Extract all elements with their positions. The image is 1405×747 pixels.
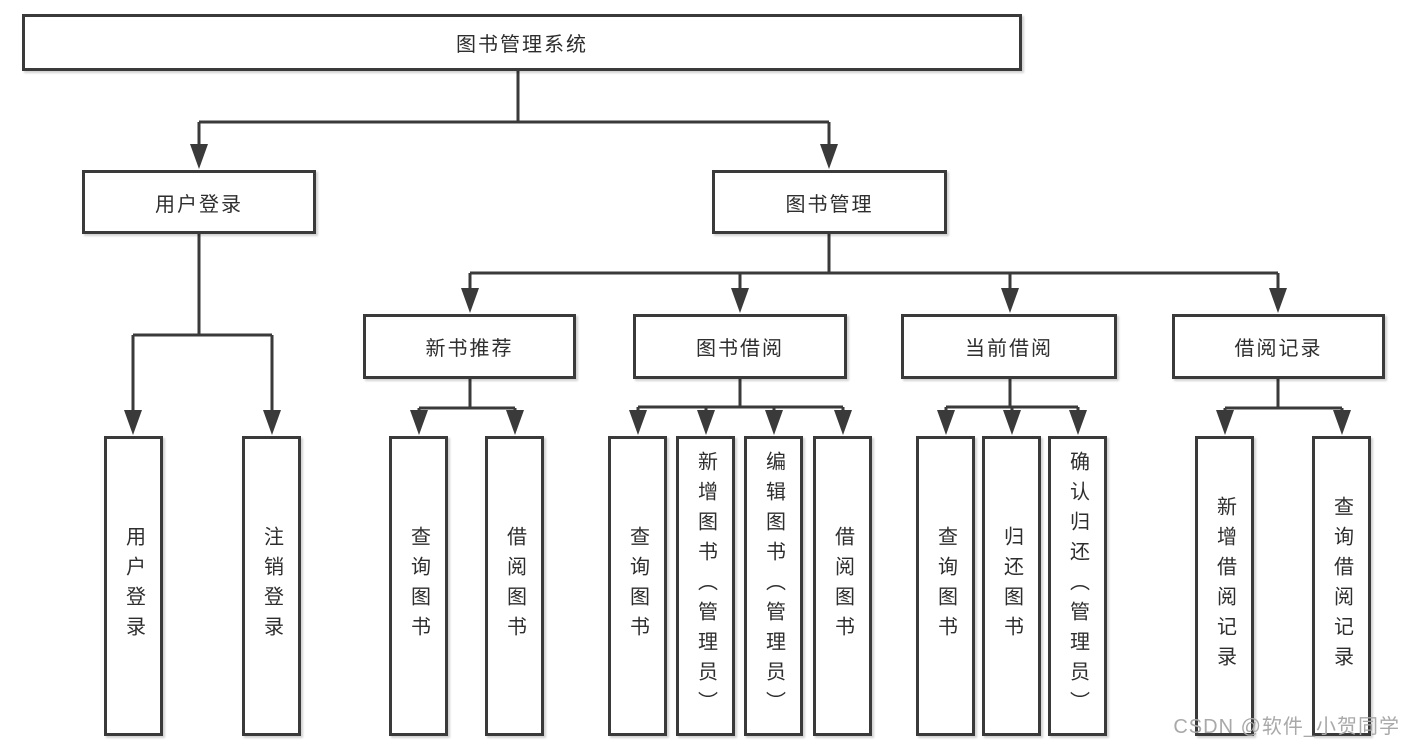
leaf-label: 注销登录: [260, 526, 283, 646]
leaf-edit-book-admin: 编辑图书（管理员）: [744, 436, 803, 736]
leaf-query-book: 查询图书: [916, 436, 975, 736]
node-label: 图书借阅: [696, 338, 784, 360]
leaf-label: 新增图书（管理员）: [694, 451, 717, 721]
node-label: 用户登录: [155, 193, 243, 216]
leaf-borrow-book: 借阅图书: [813, 436, 872, 736]
node-root-library-management-system: 图书管理系统: [22, 14, 1022, 71]
node-current-borrow: 当前借阅: [901, 314, 1117, 379]
leaf-label: 新增借阅记录: [1213, 496, 1236, 676]
leaf-label: 借阅图书: [503, 526, 526, 646]
node-label: 图书管理: [785, 193, 874, 216]
leaf-return-book: 归还图书: [982, 436, 1041, 736]
leaf-label: 编辑图书（管理员）: [762, 451, 785, 721]
leaf-label: 借阅图书: [831, 526, 854, 646]
leaf-label: 确认归还（管理员）: [1066, 451, 1089, 721]
leaf-logout: 注销登录: [242, 436, 301, 736]
leaf-query-borrow-record: 查询借阅记录: [1312, 436, 1371, 736]
leaf-label: 查询图书: [626, 526, 649, 646]
node-label: 图书管理系统: [456, 34, 588, 56]
node-label: 新书推荐: [425, 338, 514, 360]
node-new-book-recommend: 新书推荐: [363, 314, 576, 379]
leaf-query-book: 查询图书: [389, 436, 448, 736]
leaf-label: 查询借阅记录: [1330, 496, 1353, 676]
leaf-query-book: 查询图书: [608, 436, 667, 736]
leaf-label: 归还图书: [1000, 526, 1023, 646]
leaf-borrow-book: 借阅图书: [485, 436, 544, 736]
leaf-label: 查询图书: [407, 526, 430, 646]
leaf-user-login: 用户登录: [104, 436, 163, 736]
leaf-label: 用户登录: [122, 526, 145, 646]
node-label: 借阅记录: [1234, 338, 1323, 360]
leaf-confirm-return-admin: 确认归还（管理员）: [1048, 436, 1107, 736]
leaf-add-borrow-record: 新增借阅记录: [1195, 436, 1254, 736]
node-book-borrow: 图书借阅: [633, 314, 847, 379]
leaf-label: 查询图书: [934, 526, 957, 646]
leaf-add-book-admin: 新增图书（管理员）: [676, 436, 735, 736]
csdn-watermark: CSDN @软件_小贺同学: [1173, 716, 1400, 738]
node-book-management: 图书管理: [712, 170, 947, 234]
node-borrow-record: 借阅记录: [1172, 314, 1385, 379]
node-label: 当前借阅: [965, 338, 1053, 360]
node-user-login: 用户登录: [82, 170, 316, 234]
